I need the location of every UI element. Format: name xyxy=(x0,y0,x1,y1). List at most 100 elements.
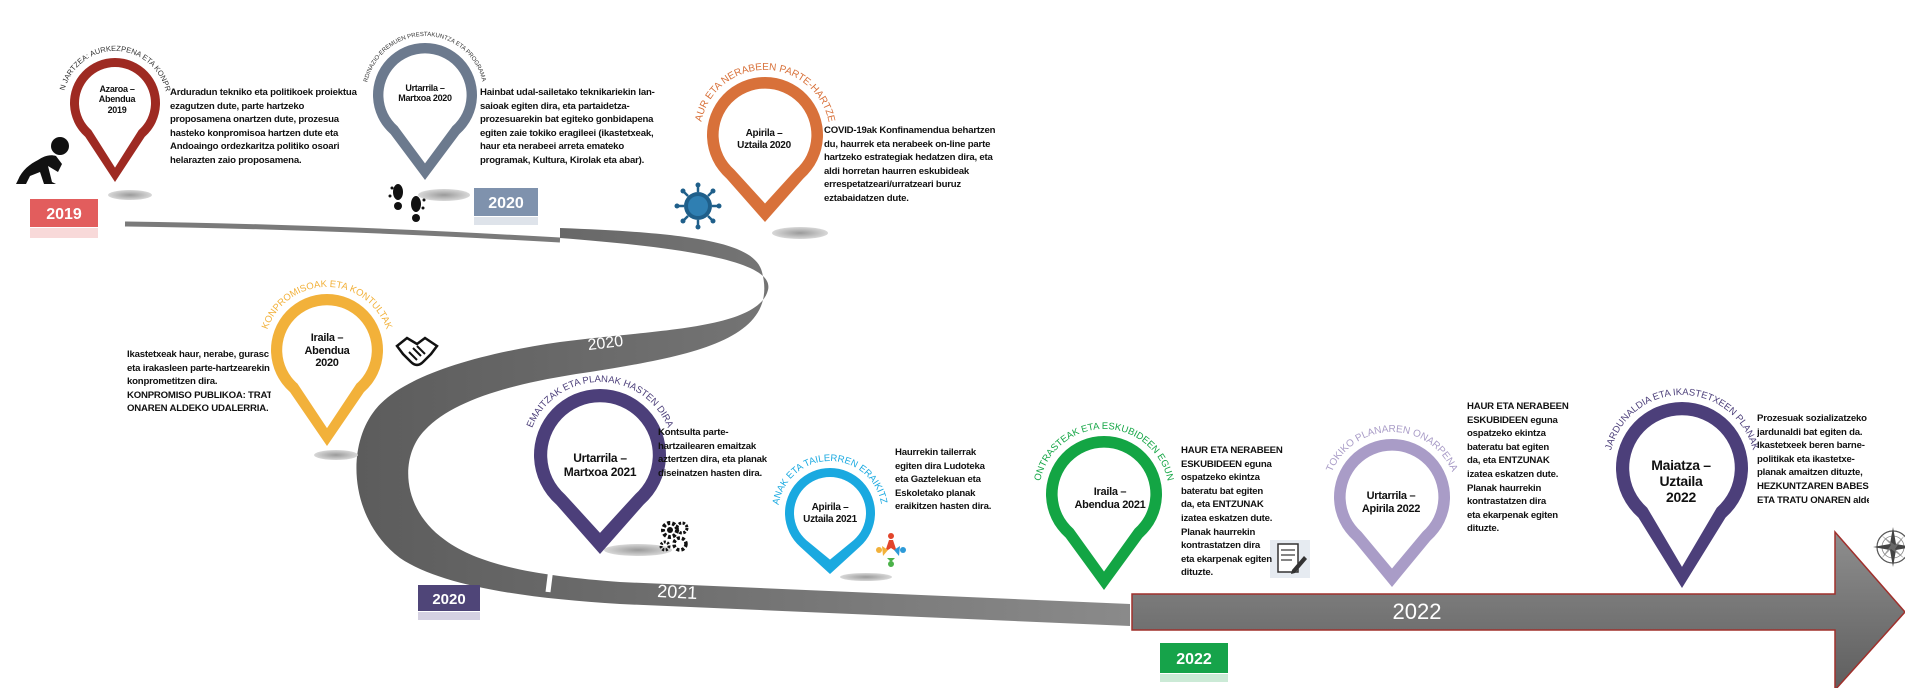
pin-date-2-line-2: Martxoa 2020 xyxy=(398,93,452,104)
description-2-line: saioak egiten dira, eta partaidetza- xyxy=(480,100,630,112)
description-7-line: Planak haurrekin xyxy=(1181,526,1256,538)
pin-date-5-line-1: Urtarrila – xyxy=(573,451,627,465)
year-label-2019: 2019 xyxy=(46,206,82,223)
description-2-line: haur eta nerabeei arreta emateko xyxy=(480,141,624,153)
year-label-2020-top: 2020 xyxy=(488,195,524,212)
year-box-2020-bottom-reflection xyxy=(418,612,480,620)
footprints-icon xyxy=(388,184,426,222)
description-9-line: planak amaitzen dituzte, xyxy=(1757,467,1863,479)
description-8: HAUR ETA NERABEEN ESKUBIDEEN eguna ospat… xyxy=(1467,400,1569,536)
pin-date-1-line-3: 2019 xyxy=(107,104,127,115)
compass-icon xyxy=(1873,527,1905,567)
pin-shadows xyxy=(108,189,892,581)
covid-icon xyxy=(674,182,722,230)
description-2-line: prozesuarekin bat egiteko gonbidapena xyxy=(480,114,654,126)
description-3-line: du, haurrek eta nerabeek on-line parte xyxy=(824,138,991,150)
road-gap xyxy=(545,551,556,593)
description-1-line: proposamena onartzen dute, prozesua xyxy=(170,114,339,126)
pin-date-6: Apirila – Uztaila 2021 xyxy=(790,502,870,525)
pin-date-4-line-2: Abendua xyxy=(304,344,350,357)
pin-face xyxy=(282,305,372,429)
description-6-line: eta Gaztelekuan eta xyxy=(895,474,981,486)
pin-face xyxy=(1057,447,1151,572)
description-8-line: ESKUBIDEEN eguna xyxy=(1467,414,1558,426)
pin-date-5: Urtarrila – Martxoa 2021 xyxy=(555,451,645,480)
gears-icon xyxy=(659,521,689,552)
description-3-line: errespetatzeari/urratzeari buruz xyxy=(824,179,962,191)
description-2: Hainbat udal-sailetako teknikariekin lan… xyxy=(480,86,655,168)
description-8-line: eta ekarpenak egiten xyxy=(1467,509,1558,521)
description-3-line: eztabaidatzen dute. xyxy=(824,193,909,205)
description-5-line: hartzailearen emaitzak xyxy=(658,440,756,452)
road-label-2020: 2020 xyxy=(587,333,625,354)
description-8-line: bateratu bat egiten xyxy=(1467,441,1550,453)
description-8-line: kontrastatzen dira xyxy=(1467,496,1547,508)
description-1-line: hasteko konpromisoa hartzen dute eta xyxy=(170,127,339,139)
pin-date-2-line-1: Urtarrila – xyxy=(405,83,445,93)
description-3: COVID-19ak Konfinamendua behartzen du, h… xyxy=(824,124,995,206)
year-label-2020-bottom: 2020 xyxy=(432,591,465,608)
description-8-line: Planak haurrekin xyxy=(1467,482,1542,494)
year-box-2020-bottom-bg xyxy=(418,585,480,611)
description-7-line: bateratu bat egiten xyxy=(1181,485,1264,497)
description-5-line: aztertzen dira, eta planak xyxy=(658,454,767,466)
description-7-line: da, eta ENTZUNAK xyxy=(1181,499,1264,511)
description-6-line: Haurrekin tailerrak xyxy=(895,447,976,458)
pin-date-3-line-1: Apirila – xyxy=(745,128,783,139)
pin-date-8-line-2: Apirila 2022 xyxy=(1361,502,1421,515)
year-label-2022: 2022 xyxy=(1176,651,1212,668)
pin-date-5-line-2: Martxoa 2021 xyxy=(563,464,637,479)
description-2-line: Hainbat udal-sailetako teknikariekin lan… xyxy=(480,87,655,98)
description-7: HAUR ETA NERABEEN ESKUBIDEEN eguna ospat… xyxy=(1181,444,1283,580)
description-8-line: izatea eskatzen dute. xyxy=(1467,469,1559,481)
pin-date-8-line-1: Urtarrila – xyxy=(1366,490,1416,502)
pin-date-7: Iraila – Abendua 2021 xyxy=(1065,486,1155,511)
description-4-line: konprometitzen dira. xyxy=(127,376,218,388)
pin-date-3: Apirila – Uztaila 2020 xyxy=(724,128,804,151)
description-7-line: ospatzeko ekintza xyxy=(1181,472,1260,484)
description-1-line: Andoaingo ordezkaritza politiko osoari xyxy=(170,141,340,153)
description-5-line: Kontsulta parte- xyxy=(658,427,729,438)
description-2-line: programak, Kultura, Kirolak eta abar). xyxy=(480,155,645,167)
year-box-2019-reflection xyxy=(30,228,98,238)
pin-date-6-line-1: Apirila – xyxy=(811,502,849,513)
pin-date-1-line-1: Azaroa – xyxy=(99,84,135,94)
pin-date-3-line-2: Uztaila 2020 xyxy=(737,139,791,151)
pin-date-9-line-3: 2022 xyxy=(1666,489,1696,506)
pin-face xyxy=(547,402,653,533)
description-4-line: Ikastetxeak haur, nerabe, gurasc xyxy=(127,349,269,360)
pin-marker-8: TOKIKO PLANAREN ONARPENA xyxy=(1325,424,1460,587)
handshake-icon xyxy=(395,336,439,367)
pin-date-8: Urtarrila – Apirila 2022 xyxy=(1346,490,1436,515)
pin-date-4-line-1: Iraila – xyxy=(310,332,344,344)
description-3-line: aldi horretan haurren eskubideak xyxy=(824,165,970,177)
description-7-line: eta ekarpenak egiten xyxy=(1181,553,1272,565)
pin-face xyxy=(79,66,152,168)
description-8-line: da, eta ENTZUNAK xyxy=(1467,455,1550,467)
document-icon xyxy=(1270,540,1310,578)
year-box-2022-bg xyxy=(1160,643,1228,673)
description-4-line: ONAREN ALDEKO UDALERRIA. xyxy=(127,403,269,415)
description-5: Kontsulta parte- hartzailearen emaitzak … xyxy=(658,426,767,480)
description-9-line: HEZKUNTZAREN BABES xyxy=(1757,481,1869,493)
description-8-line: HAUR ETA NERABEEN xyxy=(1467,401,1569,412)
road-top-line xyxy=(124,221,561,243)
arrow-2022 xyxy=(1131,530,1905,688)
pin-date-6-line-2: Uztaila 2021 xyxy=(803,513,857,525)
description-6: Haurrekin tailerrak egiten dira Ludoteka… xyxy=(895,446,991,514)
pin-date-2: Urtarrila – Martxoa 2020 xyxy=(385,83,465,104)
description-8-line: ospatzeko ekintza xyxy=(1467,428,1546,440)
pin-date-1-line-2: Abendua xyxy=(98,94,136,105)
description-3-line: COVID-19ak Konfinamendua behartzen xyxy=(824,125,996,136)
description-9-line: Ikastetxeek beren barne- xyxy=(1757,440,1865,452)
pin-date-9: Maiatza – Uztaila 2022 xyxy=(1636,457,1726,505)
runner-icon xyxy=(16,137,69,184)
description-3-line: hartzeko estrategiak hedatzen dira, eta xyxy=(824,152,993,164)
pin-face xyxy=(383,53,467,164)
description-8-line: dituzte. xyxy=(1467,523,1499,535)
road-label-2022: 2022 xyxy=(1393,599,1442,624)
description-7-line: HAUR ETA NERABEEN xyxy=(1181,445,1283,456)
year-box-2020-top-reflection xyxy=(474,217,538,225)
pin-date-9-line-2: Uztaila xyxy=(1659,473,1703,490)
description-9-line: ETA TRATU ONAREN alde xyxy=(1757,494,1869,506)
